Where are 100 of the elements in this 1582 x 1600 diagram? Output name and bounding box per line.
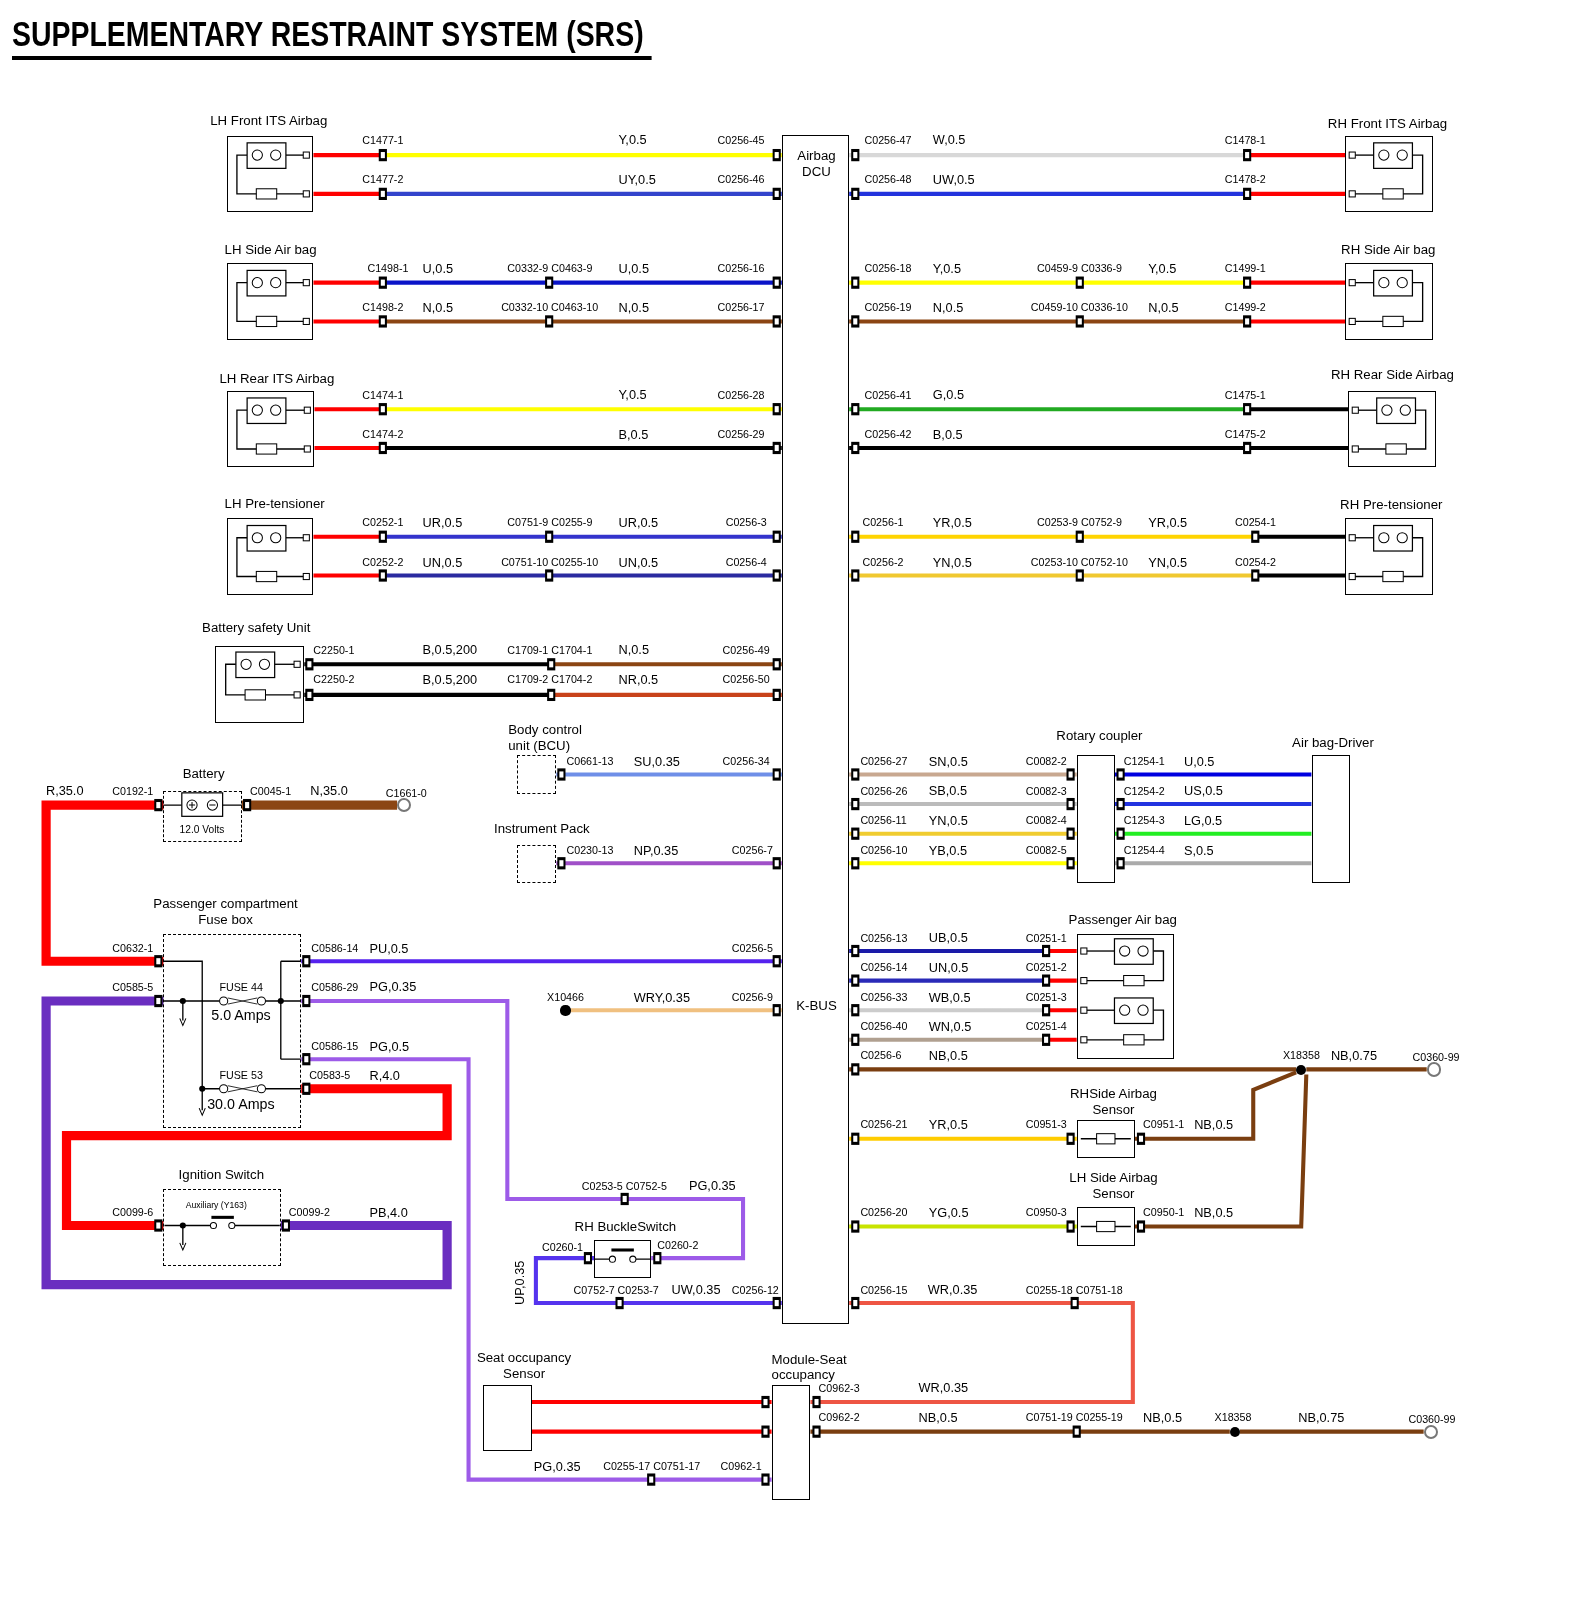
- pin-label: C0251-1: [1025, 931, 1067, 945]
- component-label: LH Side Air bag: [224, 242, 317, 258]
- pin-label: C0256-21: [860, 1118, 908, 1132]
- pin-label: C0332-9 C0463-9: [507, 262, 593, 275]
- component-label: RH Side Air bag: [1341, 242, 1436, 258]
- wire-code: YG,0.5: [928, 1204, 969, 1221]
- pin-label: C0661-13: [566, 754, 614, 768]
- wire: [41, 800, 164, 966]
- wire: [313, 280, 782, 285]
- pin-label: C0256-28: [717, 388, 765, 402]
- component-label: K-BUS: [795, 998, 838, 1015]
- pin-label: C0256-6: [860, 1048, 902, 1062]
- wire: [1306, 1067, 1427, 1072]
- wire-code: PG,0.5: [369, 1038, 410, 1054]
- wire-code: PG,0.35: [688, 1178, 736, 1194]
- pin-label: C0360-99: [1412, 1050, 1460, 1064]
- pin-label: C0256-20: [860, 1206, 908, 1219]
- component-label: Ignition Switch: [178, 1166, 264, 1183]
- pin-label: C0256-11: [860, 814, 907, 827]
- wire: [313, 534, 782, 539]
- pin-label: C0082-3: [1025, 784, 1067, 798]
- wire: [849, 153, 1346, 158]
- pin-label: C0256-14: [860, 961, 908, 974]
- pin-label: C0251-3: [1025, 990, 1067, 1004]
- pin-label: C0099-6: [112, 1206, 154, 1219]
- wire: [61, 1084, 452, 1231]
- component-label: RHSide Airbag Sensor: [1069, 1086, 1158, 1118]
- component-label: Air bag-Driver: [1292, 735, 1374, 751]
- component-label: 12.0 Volts: [179, 823, 225, 836]
- pin-label: C0254-1: [1234, 516, 1277, 529]
- wire-code: N,0.5: [618, 299, 649, 315]
- wire: [570, 1008, 782, 1013]
- pin-label: C0256-41: [864, 388, 912, 402]
- wire-code: N,0.5: [932, 299, 964, 315]
- pin-label: C1498-2: [362, 300, 404, 314]
- wire-code: UR,0.5: [422, 514, 463, 531]
- wire: [849, 1136, 1077, 1141]
- pin-label: C1254-2: [1123, 784, 1165, 798]
- pin-label: C0192-1: [112, 784, 154, 798]
- wire-code: N,0.5: [1148, 299, 1179, 315]
- pin-label: C0256-10: [860, 843, 908, 857]
- pin-label: C0256-42: [864, 428, 912, 442]
- pin-label: C0256-27: [860, 754, 908, 768]
- wire-code: YB,0.5: [928, 842, 968, 858]
- pin-label: C1499-1: [1224, 262, 1266, 275]
- pin-label: C1475-1: [1224, 388, 1266, 402]
- wire-code: Y,0.5: [618, 132, 647, 148]
- wire-code: B,0.5,200: [422, 672, 478, 688]
- wire: [556, 772, 782, 777]
- pin-label: C0585-5: [112, 980, 154, 994]
- pin-label: C0256-46: [717, 173, 765, 187]
- wire: [1114, 772, 1312, 777]
- wire-code: NB,0.5: [918, 1410, 958, 1426]
- pin-label: C0360-99: [1408, 1413, 1456, 1427]
- pin-label: C2250-1: [313, 643, 355, 657]
- pin-label: C0251-4: [1025, 1020, 1067, 1034]
- pin-label: C0950-1: [1143, 1206, 1185, 1219]
- wire-code: U,0.5: [618, 260, 649, 277]
- pin-label: C1474-2: [362, 428, 404, 442]
- pin-label: C0752-7 C0253-7: [573, 1283, 659, 1297]
- pin-label: C0256-1: [862, 516, 904, 529]
- wire: [849, 319, 1346, 324]
- pin-label: C0632-1: [112, 941, 154, 955]
- pin-label: C0962-2: [818, 1411, 860, 1425]
- pin-label: C0951-1: [1143, 1118, 1185, 1132]
- wire-code: N,0.5: [422, 299, 454, 315]
- pin-label: C0256-3: [725, 516, 767, 529]
- wire-code: B,0.5: [618, 427, 649, 443]
- wire: [531, 1429, 772, 1434]
- pin-label: C0260-1: [541, 1240, 583, 1254]
- pin-label: C1254-3: [1123, 814, 1165, 827]
- wire: [1134, 1074, 1309, 1229]
- wire-code: UW,0.5: [932, 171, 975, 188]
- pin-label: C0082-2: [1025, 754, 1067, 768]
- component-label: Passenger Air bag: [1068, 911, 1177, 928]
- wire: [849, 1067, 1297, 1072]
- pin-label: C0332-10 C0463-10: [501, 300, 599, 314]
- pin-label: C0256-17: [717, 300, 765, 314]
- pin-label: C0251-2: [1025, 961, 1067, 974]
- wire-code: YN,0.5: [928, 812, 968, 829]
- wire: [304, 662, 782, 667]
- wire: [849, 1037, 1077, 1042]
- wire-code: N,35.0: [310, 783, 348, 799]
- pin-label: C0252-1: [362, 516, 404, 529]
- pin-label: X18358: [1282, 1048, 1320, 1062]
- wire-code: NR,0.5: [618, 672, 659, 688]
- wire-code: S,0.5: [1183, 842, 1214, 858]
- pin-label: C1474-1: [362, 388, 404, 402]
- wire: [849, 407, 1349, 412]
- wire-code: U,0.5: [1183, 753, 1215, 770]
- pin-label: C0230-13: [566, 843, 614, 857]
- pin-label: C0586-15: [311, 1039, 359, 1053]
- component-label: Body control unit (BCU): [508, 721, 583, 754]
- diagram-title: SUPPLEMENTARY RESTRAINT SYSTEM (SRS): [12, 14, 653, 60]
- wire: [849, 445, 1349, 450]
- wire: [1240, 1429, 1424, 1434]
- wire-code: YR,0.5: [1148, 514, 1188, 531]
- wire-code: Y,0.5: [1148, 260, 1177, 277]
- wire: [810, 1429, 1230, 1434]
- component-label: Seat occupancy Sensor: [475, 1350, 573, 1383]
